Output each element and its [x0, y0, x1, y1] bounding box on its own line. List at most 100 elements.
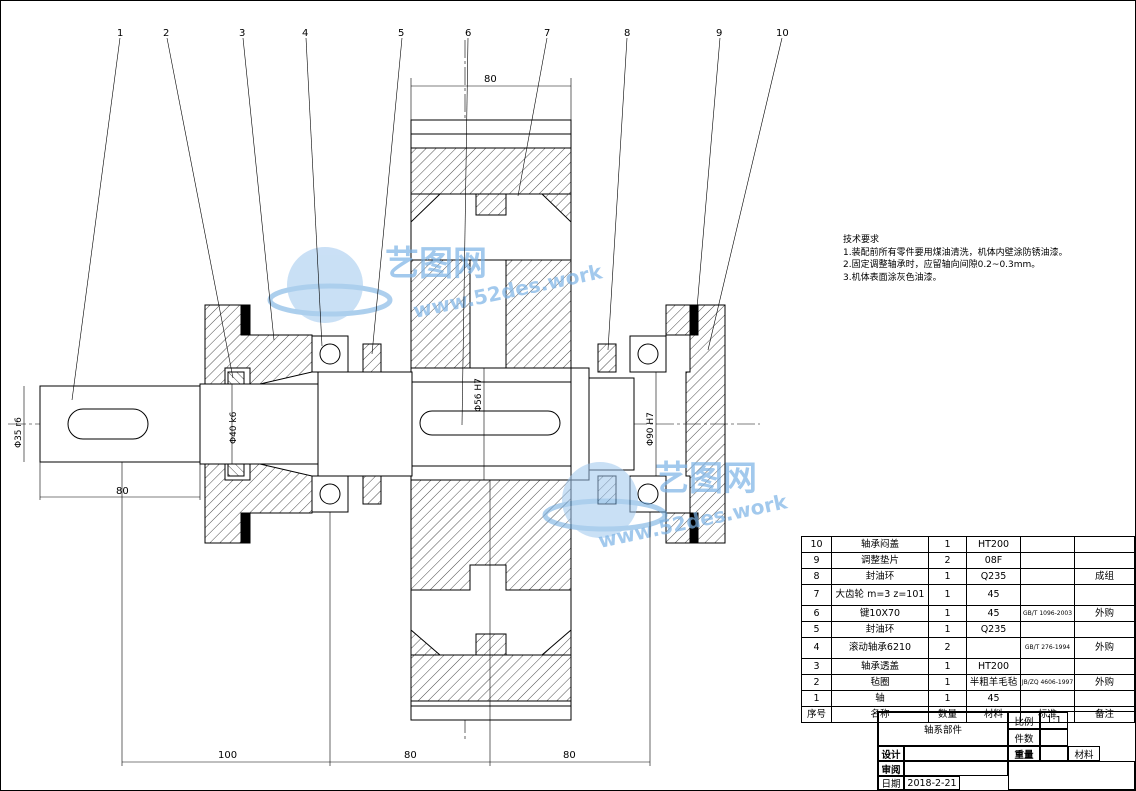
bom-qty: 1	[928, 536, 967, 553]
bom-note	[1074, 536, 1135, 553]
bom-no: 9	[801, 552, 832, 569]
bom-mat: 08F	[966, 552, 1021, 569]
bom-name: 封油环	[831, 568, 929, 585]
bom-note: 成组	[1074, 568, 1135, 585]
bom-mat: HT200	[966, 536, 1021, 553]
callout-10: 10	[776, 28, 789, 39]
bom-note	[1074, 658, 1135, 675]
bom-note	[1074, 584, 1135, 606]
bom-note	[1074, 552, 1135, 569]
callout-8: 8	[624, 28, 630, 39]
watermark	[267, 247, 668, 538]
watermark-brand-2: 艺图网	[655, 459, 757, 499]
date-label: 日期	[878, 776, 904, 790]
weight-label: 重量	[1008, 746, 1040, 761]
pieces-value	[1040, 729, 1068, 746]
bom-qty: 1	[928, 584, 967, 606]
bom-std: GB/T 276-1994	[1020, 637, 1075, 659]
bom-mat: 半粗羊毛毡	[966, 674, 1021, 691]
bom-note: 外购	[1074, 637, 1135, 659]
bom-qty: 1	[928, 605, 967, 622]
bom-std	[1020, 552, 1075, 569]
bom-std	[1020, 568, 1075, 585]
dimension-lines	[23, 78, 657, 766]
bom-no: 5	[801, 621, 832, 638]
dim-bottom-80a: 80	[404, 750, 417, 761]
bom-no: 10	[801, 536, 832, 553]
dimension-texts: 80 80 100 80 80 Φ35 r6 Φ40 k6 Φ56 H7 Φ90…	[14, 74, 656, 761]
scale-value: 1:1	[1040, 712, 1068, 729]
bom-mat: HT200	[966, 658, 1021, 675]
dim-left-80: 80	[116, 486, 129, 497]
bom-qty: 1	[928, 568, 967, 585]
leader-lines	[71, 37, 783, 426]
bom-no: 2	[801, 674, 832, 691]
callout-numbers: 1 2 3 4 5 6 7 8 9 10	[117, 28, 789, 39]
bom-name: 封油环	[831, 621, 929, 638]
technical-requirements: 技术要求 1.装配前所有零件要用煤油清洗，机体内壁涂防锈油漆。 2.固定调整轴承…	[843, 234, 1068, 284]
bom-name: 毡圈	[831, 674, 929, 691]
bom-no: 8	[801, 568, 832, 585]
bom-qty: 1	[928, 674, 967, 691]
bom-header: 序号名称数量材料标准备注	[801, 706, 1135, 723]
bom-name: 轴	[831, 690, 929, 707]
bom-mat: Q235	[966, 621, 1021, 638]
bom-no: 6	[801, 605, 832, 622]
callout-9: 9	[716, 28, 722, 39]
tech-line-1: 1.装配前所有零件要用煤油清洗，机体内壁涂防锈油漆。	[843, 247, 1068, 258]
bom-name: 轴承闷盖	[831, 536, 929, 553]
dim-bottom-80b: 80	[563, 750, 576, 761]
callout-5: 5	[398, 28, 404, 39]
review-value	[904, 761, 1008, 776]
design-value	[904, 746, 1008, 761]
bom-name: 轴承透盖	[831, 658, 929, 675]
title-block: 轴系部件 比例 1:1 件数 设计 重量 材料 审阅 日期 2018-2-21	[877, 711, 1136, 791]
bom-no: 4	[801, 637, 832, 659]
bom-mat: 45	[966, 605, 1021, 622]
bom-note	[1074, 690, 1135, 707]
bom-no: 3	[801, 658, 832, 675]
bom-std	[1020, 584, 1075, 606]
bom-note: 外购	[1074, 605, 1135, 622]
dim-housing-bore: Φ90 H7	[646, 412, 656, 446]
callout-3: 3	[239, 28, 245, 39]
bom-mat	[966, 637, 1021, 659]
bom-header-name: 名称	[831, 706, 929, 723]
tech-title: 技术要求	[843, 235, 880, 245]
bom-mat: 45	[966, 584, 1021, 606]
date-value: 2018-2-21	[904, 776, 960, 790]
dim-bottom-100: 100	[218, 750, 237, 761]
dim-gear-bore: Φ56 H7	[474, 378, 484, 412]
bom-qty: 2	[928, 552, 967, 569]
bom-mat: 45	[966, 690, 1021, 707]
material-label: 材料	[1068, 746, 1100, 761]
bom-note	[1074, 621, 1135, 638]
dim-top-80: 80	[484, 74, 497, 85]
bom-note: 外购	[1074, 674, 1135, 691]
bom-no: 7	[801, 584, 832, 606]
callout-7: 7	[544, 28, 550, 39]
left-bearing-cover	[204, 304, 313, 544]
bom-std	[1020, 621, 1075, 638]
bom-std	[1020, 536, 1075, 553]
tech-line-3: 3.机体表面涂灰色油漆。	[843, 272, 942, 283]
right-bearing-cover	[665, 304, 726, 544]
watermark-brand: 艺图网	[385, 244, 487, 284]
callout-2: 2	[163, 28, 169, 39]
review-label: 审阅	[878, 761, 904, 776]
weight-value	[1040, 746, 1068, 761]
bom-name: 键10X70	[831, 605, 929, 622]
bom-qty: 1	[928, 690, 967, 707]
shaft	[39, 367, 635, 481]
